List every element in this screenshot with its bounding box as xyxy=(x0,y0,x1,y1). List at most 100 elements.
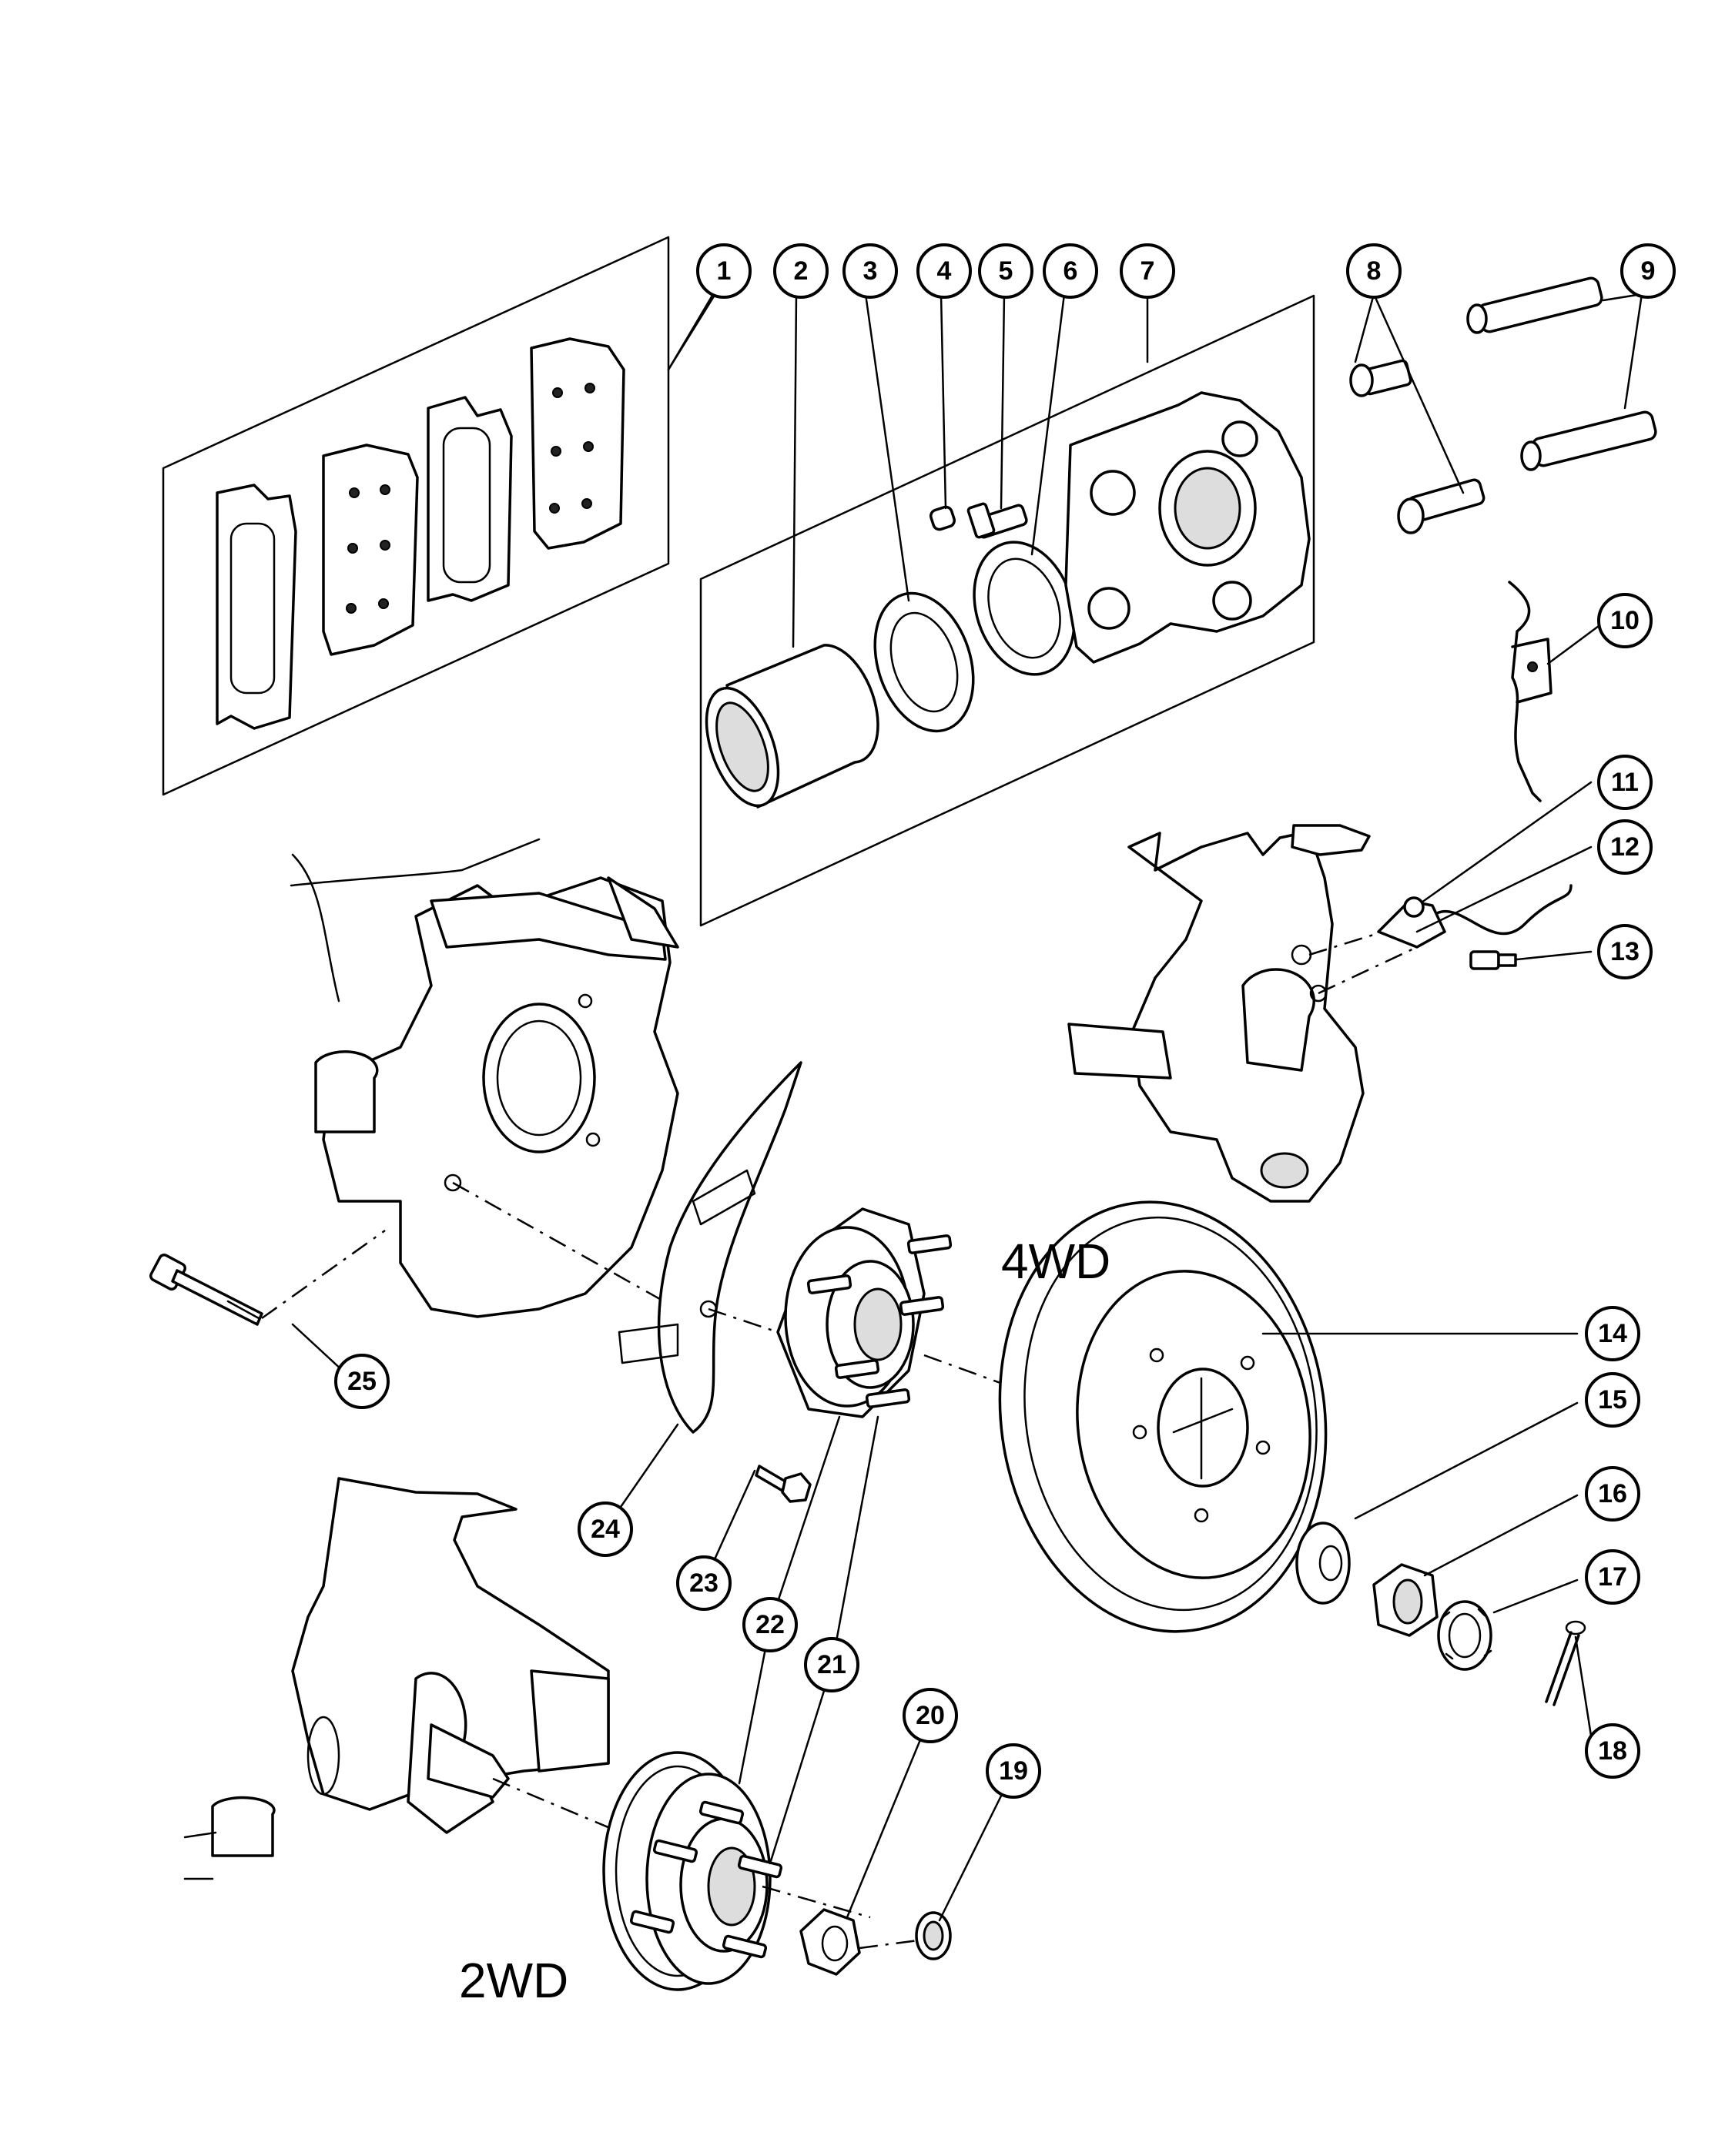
svg-text:16: 16 xyxy=(1598,1479,1627,1508)
bushing xyxy=(1349,359,1412,397)
nut-retainer xyxy=(915,1911,952,1960)
bleeder-screw xyxy=(966,502,1028,539)
wheel-stud xyxy=(737,1854,783,1879)
wheel-stud xyxy=(906,1234,953,1254)
svg-text:21: 21 xyxy=(817,1650,846,1679)
wheel-stud xyxy=(834,1359,880,1379)
brake-pad xyxy=(322,444,419,656)
brake-pad xyxy=(216,484,297,730)
callout-6: 6 xyxy=(1043,243,1098,299)
callout-17: 17 xyxy=(1585,1549,1640,1605)
wheel-stud xyxy=(865,1388,911,1408)
steering-knuckle-4wd xyxy=(1067,824,1371,1203)
nut-lock xyxy=(1437,1600,1492,1671)
wheel-stud xyxy=(722,1934,768,1959)
brake-rotor xyxy=(998,1200,1328,1633)
callout-2: 2 xyxy=(773,243,829,299)
callout-18: 18 xyxy=(1585,1723,1640,1779)
svg-text:20: 20 xyxy=(916,1701,945,1730)
callout-20: 20 xyxy=(903,1688,958,1743)
brake-pad-set xyxy=(162,236,718,796)
callout-24: 24 xyxy=(578,1502,633,1557)
wheel-stud xyxy=(806,1274,852,1294)
svg-text:15: 15 xyxy=(1598,1385,1627,1414)
wheel-stud xyxy=(629,1910,675,1934)
svg-text:10: 10 xyxy=(1610,606,1640,635)
brake-pad xyxy=(427,396,513,602)
callout-19: 19 xyxy=(986,1743,1041,1799)
callout-21: 21 xyxy=(804,1637,859,1692)
mounting-bolt xyxy=(755,1465,812,1503)
hub-bearing-2wd xyxy=(602,1751,783,1991)
svg-text:5: 5 xyxy=(999,256,1013,286)
callout-14: 14 xyxy=(1585,1306,1640,1361)
steering-knuckle-left xyxy=(290,838,679,1318)
callout-22: 22 xyxy=(742,1597,798,1652)
caliper-panel xyxy=(699,294,1315,927)
sensor-bolt xyxy=(1469,950,1517,970)
hub-nut xyxy=(1372,1563,1439,1637)
svg-text:13: 13 xyxy=(1610,937,1640,966)
wheel-stud xyxy=(652,1839,698,1863)
svg-text:8: 8 xyxy=(1367,256,1382,286)
dust-boot xyxy=(973,541,1076,676)
svg-text:7: 7 xyxy=(1141,256,1155,286)
svg-text:11: 11 xyxy=(1611,768,1639,797)
svg-text:3: 3 xyxy=(863,256,878,286)
svg-text:22: 22 xyxy=(755,1610,785,1639)
callout-8: 8 xyxy=(1346,243,1402,299)
callout-12: 12 xyxy=(1597,819,1653,875)
hub-nut-2wd xyxy=(799,1908,861,1976)
cotter-pin xyxy=(1545,1620,1586,1706)
svg-text:25: 25 xyxy=(347,1367,377,1396)
svg-text:12: 12 xyxy=(1610,832,1640,862)
svg-text:4: 4 xyxy=(937,256,952,286)
svg-text:9: 9 xyxy=(1641,256,1656,286)
callout-25: 25 xyxy=(334,1354,390,1409)
caliper-body xyxy=(1064,391,1311,664)
piston-seal xyxy=(873,591,975,733)
callout-1: 1 xyxy=(696,243,752,299)
svg-text:19: 19 xyxy=(999,1756,1028,1786)
bleeder-cap xyxy=(929,505,956,531)
callout-11: 11 xyxy=(1597,755,1653,810)
wheel-speed-sensor xyxy=(1377,884,1573,949)
callout-15: 15 xyxy=(1585,1372,1640,1428)
caliper-piston xyxy=(705,644,879,808)
caliper-assembly xyxy=(699,294,1315,927)
svg-text:24: 24 xyxy=(591,1515,620,1544)
svg-text:17: 17 xyxy=(1598,1562,1627,1592)
pad-set-panel xyxy=(162,236,670,796)
svg-text:6: 6 xyxy=(1063,256,1078,286)
anti-rattle-clip xyxy=(1508,581,1552,802)
svg-text:1: 1 xyxy=(717,256,732,286)
svg-text:23: 23 xyxy=(689,1568,718,1598)
hub-bearing-4wd xyxy=(776,1207,953,1418)
wheel-stud xyxy=(698,1800,745,1825)
label-2wd: 2WD xyxy=(459,1953,568,2008)
svg-text:2: 2 xyxy=(794,256,809,286)
callout-13: 13 xyxy=(1597,924,1653,979)
callout-4: 4 xyxy=(916,243,972,299)
steering-knuckle-2wd xyxy=(183,1477,610,1880)
brake-pad xyxy=(530,337,625,550)
svg-text:18: 18 xyxy=(1598,1736,1627,1766)
guide-pin xyxy=(1520,410,1657,471)
callout-10: 10 xyxy=(1597,593,1653,648)
dust-shield xyxy=(618,1061,802,1434)
callout-5: 5 xyxy=(978,243,1033,299)
svg-text:14: 14 xyxy=(1598,1319,1627,1348)
bushing xyxy=(1397,478,1486,534)
callout-9: 9 xyxy=(1620,243,1676,299)
wheel-stud xyxy=(899,1296,945,1316)
callout-7: 7 xyxy=(1120,243,1175,299)
callout-23: 23 xyxy=(676,1555,732,1611)
guide-pin xyxy=(1466,276,1603,334)
knuckle-bolt xyxy=(149,1254,263,1326)
label-4wd: 4WD xyxy=(1001,1234,1110,1289)
callout-3: 3 xyxy=(842,243,898,299)
hub-washer xyxy=(1295,1522,1351,1605)
leader-lines xyxy=(291,293,1643,1922)
callout-16: 16 xyxy=(1585,1466,1640,1522)
